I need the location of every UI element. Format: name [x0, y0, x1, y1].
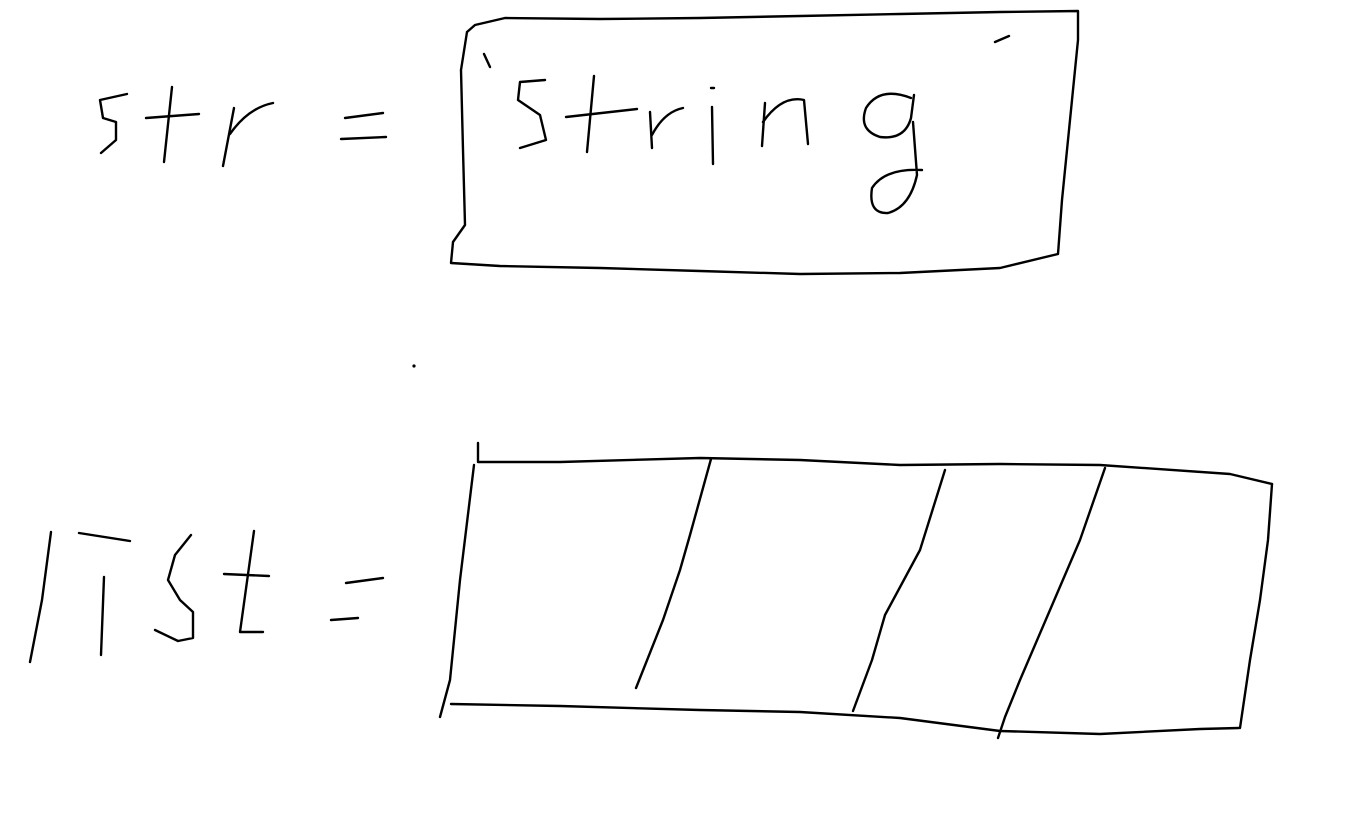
list-divider-2 [851, 468, 947, 713]
list-divider-1 [634, 457, 713, 690]
list-variable-label: list [28, 529, 271, 664]
stray-dot [412, 364, 416, 368]
list-divider-3 [996, 466, 1107, 740]
str-variable-label: str [98, 85, 275, 168]
list-container-box [438, 441, 1274, 736]
list-cell-dividers [634, 457, 1107, 740]
string-literal: 'string' [482, 34, 1011, 215]
str-equals-sign: = [339, 111, 388, 141]
list-equals-sign: = [329, 576, 385, 622]
string-value-box [449, 9, 1080, 276]
